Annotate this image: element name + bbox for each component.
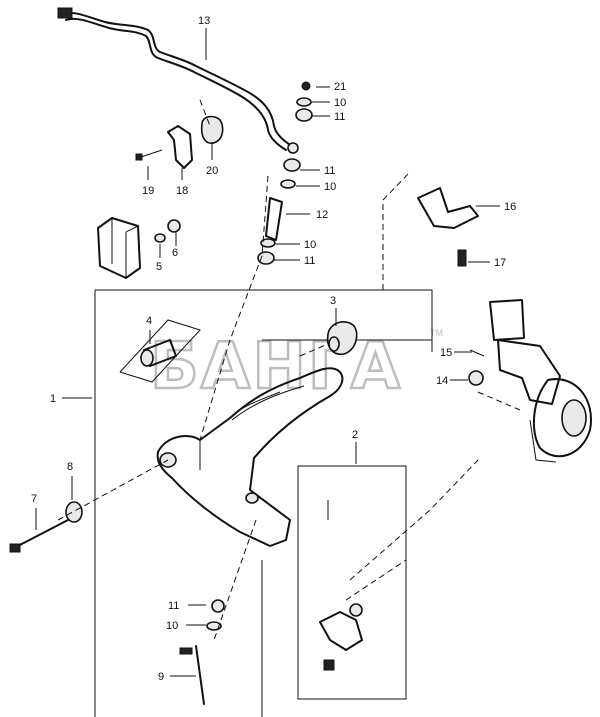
callout-15: 15: [440, 347, 452, 359]
watermark: БАНГА TM: [149, 328, 443, 405]
callout-18: 18: [176, 185, 188, 197]
fasteners: [9, 349, 485, 705]
ball-joint: [319, 500, 363, 671]
callout-16: 16: [504, 201, 516, 213]
watermark-tm: TM: [430, 328, 443, 338]
callout-21: 21: [334, 81, 346, 93]
callout-3: 3: [330, 295, 336, 307]
callout-14: 14: [436, 375, 448, 387]
callout-12: 12: [316, 209, 328, 221]
stabilizer-bushing-bracket: [135, 115, 224, 169]
callout-13: 13: [198, 15, 210, 27]
callout-11: 11: [304, 255, 315, 267]
callouts: 13 21 10 11 20 19 18 11 10 12 16 5 6 10 …: [31, 15, 516, 683]
rear-bushing: [326, 321, 358, 356]
callout-1: 1: [50, 393, 56, 405]
callout-11: 11: [334, 111, 345, 123]
callout-20: 20: [206, 165, 218, 177]
watermark-text: БАНГА: [150, 330, 402, 404]
stabilizer-bar: [57, 7, 299, 154]
callout-leaders: [35, 28, 500, 677]
callout-8: 8: [67, 461, 73, 473]
callout-4: 4: [146, 315, 152, 327]
callout-19: 19: [142, 185, 154, 197]
callout-11: 11: [324, 165, 335, 177]
callout-10: 10: [334, 97, 346, 109]
callout-2: 2: [352, 429, 358, 441]
callout-6: 6: [172, 247, 178, 259]
callout-11: 11: [168, 600, 179, 612]
callout-10: 10: [304, 239, 316, 251]
steering-knuckle: [489, 299, 592, 463]
assembly-outline: [94, 171, 433, 717]
callout-17: 17: [494, 257, 506, 269]
callout-10: 10: [166, 620, 178, 632]
leader-lines: [57, 99, 521, 641]
callout-10: 10: [324, 181, 336, 193]
knuckle-bracket: [417, 187, 479, 267]
dust-shield: [97, 217, 181, 279]
stabilizer-link: [257, 81, 313, 265]
callout-7: 7: [31, 493, 37, 505]
front-bushing: [119, 319, 201, 383]
callout-5: 5: [156, 261, 162, 273]
callout-9: 9: [158, 671, 164, 683]
